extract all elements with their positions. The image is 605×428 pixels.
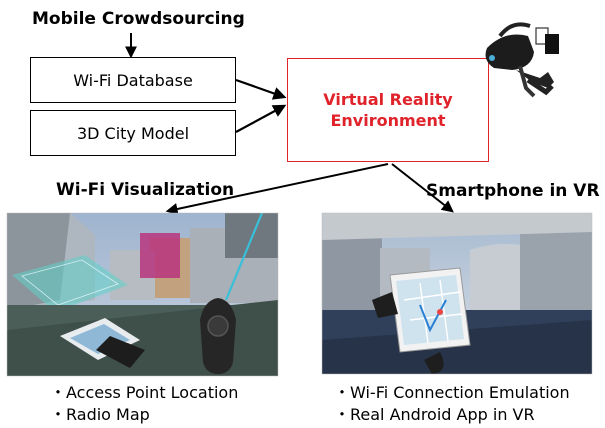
- smartphone-in-vr-label: Smartphone in VR: [426, 181, 600, 201]
- arrow-citymodel-to-vr: [235, 104, 287, 133]
- left-bullet-list: ・Access Point Location ・Radio Map: [50, 382, 238, 426]
- arrow-database-to-vr: [235, 78, 287, 100]
- wifi-visualization-label: Wi-Fi Visualization: [56, 180, 235, 200]
- list-item: ・Radio Map: [50, 405, 150, 424]
- list-item: ・Access Point Location: [50, 383, 239, 402]
- list-item: ・Real Android App in VR: [334, 405, 535, 424]
- vr-environment-line1: Virtual Reality: [323, 90, 453, 109]
- list-item: ・Wi-Fi Connection Emulation: [334, 383, 570, 402]
- city-model-box: 3D City Model: [30, 110, 236, 156]
- vr-environment-line2: Environment: [330, 111, 446, 130]
- vr-environment-box: Virtual Reality Environment: [287, 58, 489, 162]
- mobile-crowdsourcing-label: Mobile Crowdsourcing: [32, 9, 245, 29]
- arrow-vr-to-smartphone: [391, 163, 454, 213]
- wifi-database-box: Wi-Fi Database: [30, 57, 236, 103]
- arrow-vr-to-wifi-visualization: [165, 163, 389, 215]
- right-bullet-list: ・Wi-Fi Connection Emulation ・Real Androi…: [334, 382, 570, 426]
